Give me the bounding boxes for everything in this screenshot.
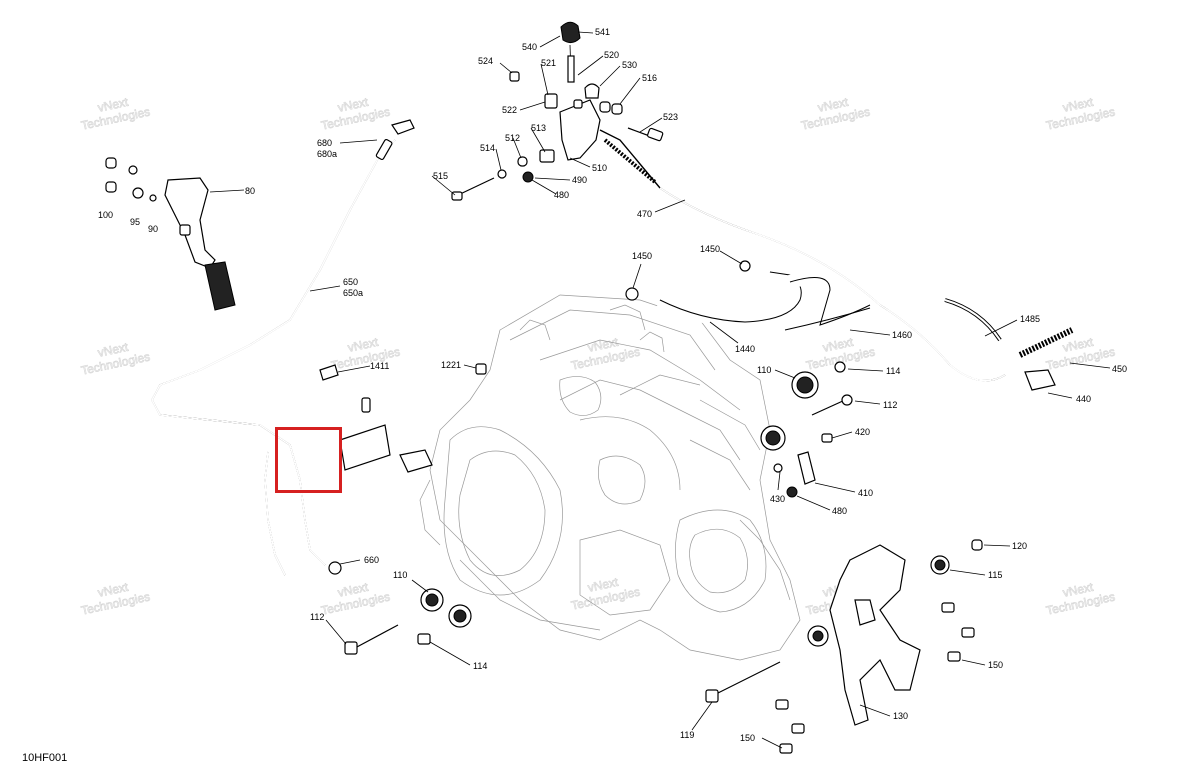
watermark: vNext Technologies xyxy=(1044,579,1116,618)
label-512: 512 xyxy=(505,133,520,143)
label-680a: 680a xyxy=(317,149,337,159)
label-150: 150 xyxy=(988,660,1003,670)
label-540: 540 xyxy=(522,42,537,52)
watermark: vNext Technologies xyxy=(1044,94,1116,133)
label-114-b: 114 xyxy=(473,661,487,671)
label-1440: 1440 xyxy=(735,344,755,354)
watermark: vNext Technologies xyxy=(799,94,871,133)
label-541: 541 xyxy=(595,27,610,37)
label-420: 420 xyxy=(855,427,870,437)
watermark: vNext Technologies xyxy=(319,579,391,618)
highlight-box xyxy=(275,427,342,493)
watermark: vNext Technologies xyxy=(79,339,151,378)
svg-text:vNext: vNext xyxy=(816,95,850,115)
svg-text:vNext: vNext xyxy=(821,335,855,355)
label-110-b: 110 xyxy=(393,570,407,580)
svg-text:vNext: vNext xyxy=(1061,580,1095,600)
throttle-cable xyxy=(151,119,415,576)
label-110: 110 xyxy=(757,365,771,375)
label-680: 680 xyxy=(317,138,332,148)
label-490: 490 xyxy=(572,175,587,185)
watermark: vNext Technologies xyxy=(79,94,151,133)
shifter-assembly xyxy=(451,21,1006,382)
svg-text:vNext: vNext xyxy=(586,575,620,595)
label-1411: 1411 xyxy=(370,361,389,371)
coolant-hoses xyxy=(625,260,1074,391)
leader-lines xyxy=(209,31,1111,749)
label-516: 516 xyxy=(642,73,657,83)
shifter-bracket xyxy=(559,99,601,161)
label-520: 520 xyxy=(604,50,619,60)
accelerator-pedal xyxy=(105,157,236,311)
svg-text:vNext: vNext xyxy=(336,580,370,600)
label-524: 524 xyxy=(478,56,493,66)
label-95: 95 xyxy=(130,217,140,227)
lower-left-group xyxy=(319,363,487,655)
label-119: 119 xyxy=(680,730,694,740)
watermark: vNext Technologies xyxy=(79,579,151,618)
label-515: 515 xyxy=(433,171,448,181)
watermark: vNext Technologies xyxy=(319,94,391,133)
watermark: vNext Technologies xyxy=(329,334,401,373)
svg-text:vNext: vNext xyxy=(96,95,130,115)
svg-text:vNext: vNext xyxy=(346,335,380,355)
nut xyxy=(509,71,520,82)
label-430: 430 xyxy=(770,494,785,504)
watermark: vNext Technologies xyxy=(569,334,641,373)
shift-knob xyxy=(560,21,581,44)
clip xyxy=(584,83,600,99)
label-1450-b: 1450 xyxy=(700,244,720,254)
label-510: 510 xyxy=(592,163,607,173)
svg-text:vNext: vNext xyxy=(96,340,130,360)
label-480-b: 480 xyxy=(832,506,847,516)
label-1221: 1221 xyxy=(441,360,461,370)
svg-text:vNext: vNext xyxy=(1061,95,1095,115)
bushing xyxy=(544,93,558,109)
watermark: vNext Technologies xyxy=(569,574,641,613)
svg-text:vNext: vNext xyxy=(1061,335,1095,355)
label-120: 120 xyxy=(1012,541,1027,551)
label-1485: 1485 xyxy=(1020,314,1040,324)
label-522: 522 xyxy=(502,105,517,115)
label-150-b: 150 xyxy=(740,733,755,743)
drawing-code: 10HF001 xyxy=(22,752,68,764)
engine-mount xyxy=(705,539,983,754)
svg-text:vNext: vNext xyxy=(96,580,130,600)
label-440: 440 xyxy=(1076,394,1091,404)
svg-text:vNext: vNext xyxy=(586,335,620,355)
label-1460: 1460 xyxy=(892,330,912,340)
label-1450: 1450 xyxy=(632,251,652,261)
shift-rod xyxy=(567,55,575,83)
label-450: 450 xyxy=(1112,364,1127,374)
label-112: 112 xyxy=(883,400,897,410)
label-115: 115 xyxy=(988,570,1002,580)
label-80: 80 xyxy=(245,186,255,196)
tensioner-group xyxy=(760,361,853,498)
label-521: 521 xyxy=(541,58,556,68)
label-470: 470 xyxy=(637,209,652,219)
label-513: 513 xyxy=(531,123,546,133)
label-100: 100 xyxy=(98,210,113,220)
label-523: 523 xyxy=(663,112,678,122)
label-130: 130 xyxy=(893,711,908,721)
engine-block xyxy=(419,294,801,661)
pedal-pad xyxy=(204,261,236,311)
label-650: 650 xyxy=(343,277,358,287)
label-660: 660 xyxy=(364,555,379,565)
label-650a: 650a xyxy=(343,288,363,298)
label-90: 90 xyxy=(148,224,158,234)
washer xyxy=(517,156,528,167)
label-530: 530 xyxy=(622,60,637,70)
part-labels: 540 541 524 521 520 530 516 522 523 513 … xyxy=(98,27,1127,743)
label-410: 410 xyxy=(858,488,873,498)
label-480: 480 xyxy=(554,190,569,200)
label-112-b: 112 xyxy=(310,612,324,622)
label-114: 114 xyxy=(886,366,900,376)
watermark: vNext Technologies xyxy=(1044,334,1116,373)
label-514: 514 xyxy=(480,143,495,153)
svg-text:vNext: vNext xyxy=(336,95,370,115)
